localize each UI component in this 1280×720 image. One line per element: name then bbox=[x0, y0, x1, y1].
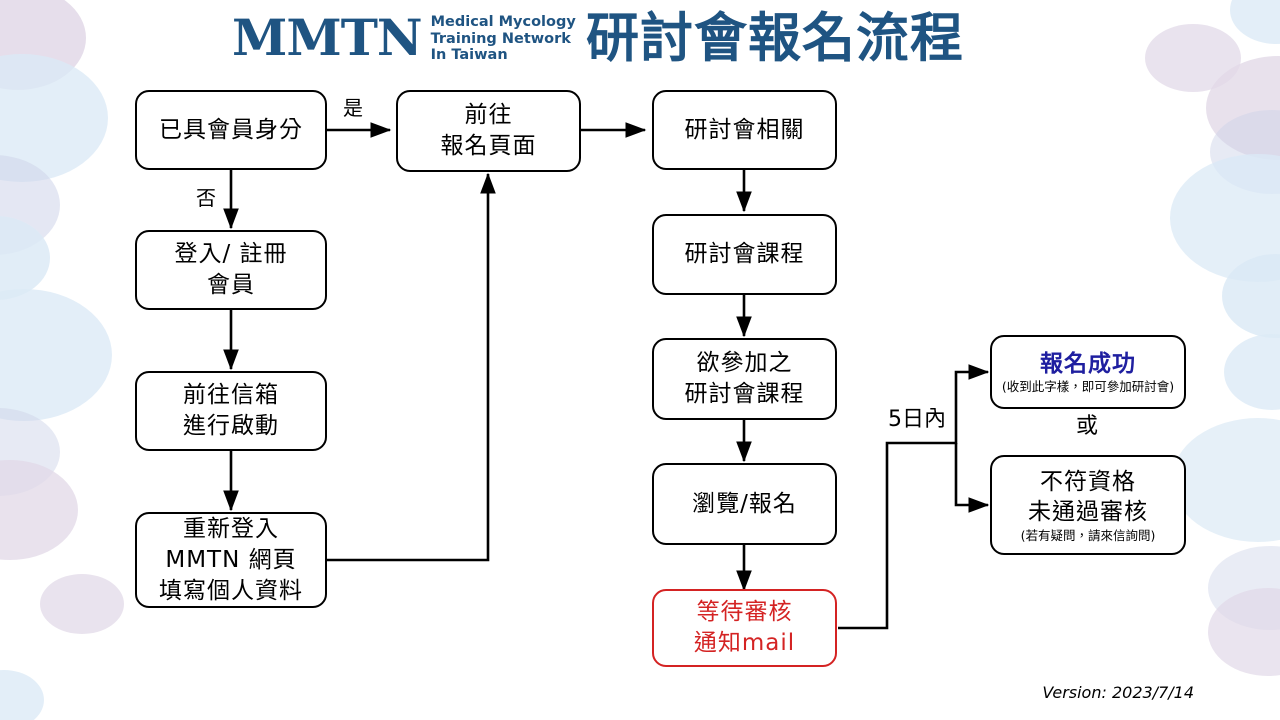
edge-relogin-to-signup bbox=[327, 172, 496, 562]
edge-label-within-five-days: 5日內 bbox=[888, 407, 946, 432]
node-check-mail-line2: 進行啟動 bbox=[183, 413, 279, 439]
node-goto-signup-line1: 前往 bbox=[464, 102, 513, 128]
logo-tagline-line3: In Taiwan bbox=[430, 47, 508, 63]
logo-wordmark: MMTN bbox=[232, 8, 423, 67]
node-browse-signup-line1: 瀏覽/報名 bbox=[692, 490, 797, 517]
node-signup-success[interactable]: 報名成功 (收到此字樣，即可參加研討會) bbox=[990, 335, 1186, 409]
mmtn-logo: MMTN Medical Mycology Training Network I… bbox=[232, 10, 576, 66]
node-goto-signup-line2: 報名頁面 bbox=[440, 133, 537, 159]
node-relogin[interactable]: 重新登入 MMTN 網頁 填寫個人資料 bbox=[135, 512, 327, 608]
node-login-register-line2: 會員 bbox=[207, 272, 255, 298]
version-stamp: Version: 2023/7/14 bbox=[1042, 683, 1194, 702]
node-login-register[interactable]: 登入/ 註冊 會員 bbox=[135, 230, 327, 310]
slide-header: MMTN Medical Mycology Training Network I… bbox=[0, 0, 1280, 82]
node-signup-success-note: (收到此字樣，即可參加研討會) bbox=[1001, 379, 1175, 394]
node-seminar-info-line1: 研討會相關 bbox=[684, 116, 805, 143]
node-signup-success-title: 報名成功 bbox=[1040, 351, 1136, 377]
node-signup-rejected-note: (若有疑問，請來信詢問) bbox=[1020, 528, 1156, 543]
edge-label-yes: 是 bbox=[343, 96, 363, 120]
node-await-review-line2: 通知mail bbox=[693, 630, 796, 656]
node-check-mail[interactable]: 前往信箱 進行啟動 bbox=[135, 371, 327, 451]
node-relogin-line3: 填寫個人資料 bbox=[159, 577, 303, 604]
node-browse-signup[interactable]: 瀏覽/報名 bbox=[652, 463, 837, 545]
logo-tagline-line1: Medical Mycology bbox=[430, 14, 576, 30]
node-await-review-line1: 等待審核 bbox=[696, 599, 793, 625]
logo-tagline-line2: Training Network bbox=[430, 30, 571, 47]
node-member-status-line1: 已具會員身分 bbox=[159, 116, 303, 143]
node-check-mail-line1: 前往信箱 bbox=[183, 382, 279, 408]
node-login-register-line1: 登入/ 註冊 bbox=[174, 241, 288, 267]
node-signup-rejected-title-line1: 不符資格 bbox=[1040, 469, 1136, 495]
node-seminar-course-line1: 研討會課程 bbox=[684, 241, 805, 267]
edge-label-or: 或 bbox=[1076, 414, 1099, 439]
node-goto-signup[interactable]: 前往 報名頁面 bbox=[396, 90, 581, 172]
node-seminar-info[interactable]: 研討會相關 bbox=[652, 90, 837, 170]
node-desired-course-line1: 欲參加之 bbox=[696, 350, 793, 376]
page-title: 研討會報名流程 bbox=[586, 8, 964, 69]
node-relogin-line2: MMTN 網頁 bbox=[165, 546, 297, 573]
node-desired-course[interactable]: 欲參加之 研討會課程 bbox=[652, 338, 837, 420]
node-member-status[interactable]: 已具會員身分 bbox=[135, 90, 327, 170]
node-await-review[interactable]: 等待審核 通知mail bbox=[652, 589, 837, 667]
node-seminar-course[interactable]: 研討會課程 bbox=[652, 214, 837, 295]
edge-label-no: 否 bbox=[196, 186, 216, 210]
node-signup-rejected-title-line2: 未通過審核 bbox=[1028, 499, 1148, 525]
node-relogin-line1: 重新登入 bbox=[183, 515, 279, 542]
edge-await-to-rejected bbox=[954, 443, 990, 513]
node-desired-course-line2: 研討會課程 bbox=[684, 381, 805, 407]
edge-await-to-success bbox=[838, 364, 990, 630]
logo-tagline: Medical Mycology Training Network In Tai… bbox=[431, 14, 576, 64]
node-signup-rejected[interactable]: 不符資格 未通過審核 (若有疑問，請來信詢問) bbox=[990, 455, 1186, 555]
